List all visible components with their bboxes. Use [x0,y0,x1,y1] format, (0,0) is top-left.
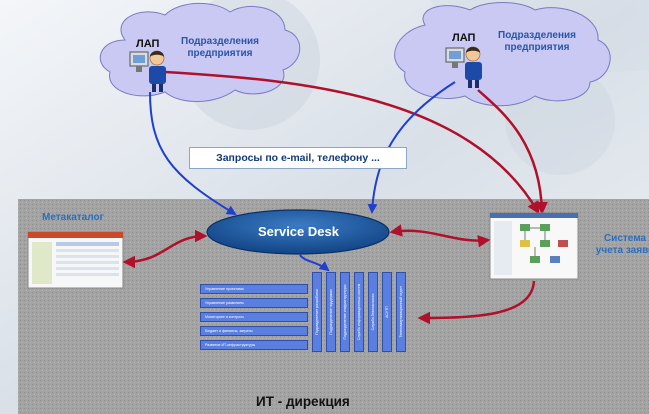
requests-box: Запросы по e-mail, телефону ... [189,147,407,169]
service-desk-label: Service Desk [258,224,339,239]
department-column: АСУТП [382,272,392,352]
department-column: Служба безопасности [368,272,378,352]
right-cloud [394,2,611,107]
ticket-system-screenshot [489,212,579,280]
metacatalog-label: Метакаталог [42,212,104,223]
arrow-service-desk-to-departments [299,254,330,272]
arrow-metacatalog-service-desk [122,229,208,269]
department-column-label: Подразделение поддержки [329,289,333,335]
process-row: Мониторинг и контроль [200,312,308,322]
arrow-service-desk-ticket-system [389,224,491,248]
arrow-left-user-to-service-desk [149,91,237,216]
department-column: Служба информационных систем [354,272,364,352]
department-column-label: Телекоммуникационный отдел [399,286,403,338]
department-column-label: Подразделение инфраструктуры [343,284,347,340]
it-department-title: ИТ - дирекция [256,394,350,409]
right-user-label: ЛАП [452,32,476,44]
process-row: Бюджет и финансы, затраты [200,326,308,336]
left-department-label: Подразделения предприятия [181,36,259,59]
department-column-label: Служба информационных систем [357,283,361,341]
department-column: Подразделение поддержки [326,272,336,352]
arrow-right-user-to-service-desk [367,81,456,214]
metacatalog-screenshot [27,231,124,289]
department-column: Подразделение инфраструктуры [340,272,350,352]
right-department-label: Подразделения предприятия [498,30,576,53]
arrow-ticket-system-to-departments [417,280,536,325]
left-user-figure [129,50,166,92]
process-row: Управление проектами [200,284,308,294]
ticket-system-label: Система учета заяво [595,233,649,256]
department-column-label: Подразделение разработки [315,289,319,335]
arrow-right-user-to-ticket-system [477,89,548,215]
department-column: Подразделение разработки [312,272,322,352]
right-user-figure [445,46,482,88]
department-column-label: АСУТП [385,306,389,318]
department-column-label: Служба безопасности [371,293,375,331]
left-user-label: ЛАП [136,38,160,50]
arrow-left-user-to-ticket-system [164,70,540,215]
process-row: Развитие ИТ-инфраструктуры [200,340,308,350]
department-column: Телекоммуникационный отдел [396,272,406,352]
process-row: Управление развитием [200,298,308,308]
